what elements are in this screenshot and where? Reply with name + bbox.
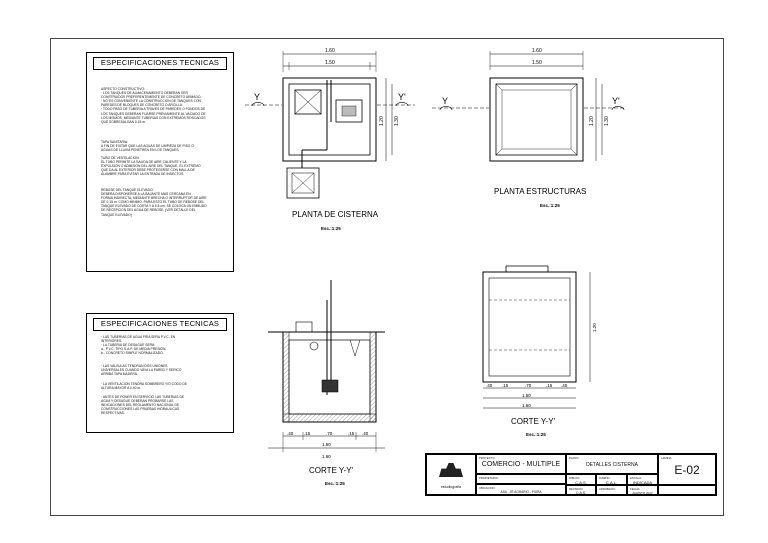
view-title: PLANTA DE CISTERNA <box>292 210 379 219</box>
dim-outer: 1.60 <box>322 454 331 459</box>
escala-label: ESCALA: <box>630 476 642 480</box>
dim-right: 1.30 <box>604 116 610 126</box>
dim-bottom: .70 <box>326 431 333 436</box>
diseno-label: DISEÑO: <box>599 476 611 480</box>
sheet-number-cell: LAMINA: E-02 <box>658 454 716 485</box>
owner-label: PROPIETARIO: <box>479 476 499 480</box>
drawing-sheet <box>50 38 724 516</box>
spec-paragraph: · LAS TUBERIAS DE AGUA FRIA SERA P.V.C. … <box>101 335 176 356</box>
logo-icon <box>439 463 463 477</box>
spec-title: ESPECIFICACIONES TECNICAS <box>93 318 227 331</box>
spec-paragraph: · LA VENTILACION TENDRA SOMBRERO Y/O COD… <box>101 382 187 391</box>
plan-name: DETALLES CISTERNA <box>586 462 638 468</box>
dibujo-label: DIBUJO: <box>569 476 581 480</box>
diseno-cell: DISEÑO: C.A.L. <box>596 474 627 485</box>
section-mark-left: Y <box>442 96 448 106</box>
view-scale: Esc.:1:25 <box>540 203 560 208</box>
fecha-value: AGOSTO 2017 <box>632 490 653 495</box>
location-label: UBICACION: <box>479 486 496 490</box>
dim-bottom: .15 <box>502 383 509 388</box>
spec-title: ESPECIFICACIONES TECNICAS <box>93 57 227 70</box>
spec-paragraph: · ANTES DE PONER EN SERVICIO LAS TUBERIA… <box>101 395 185 416</box>
location-value: ASA - JR.AGRARIO - PIURA <box>500 490 542 494</box>
dim-bottom: .15 <box>546 383 553 388</box>
aprobado-label: APROBADO: <box>599 487 616 491</box>
revision-label: REVISION: <box>569 487 584 491</box>
view-scale: Esc.:1:25 <box>526 432 546 437</box>
dim-outer: 1.60 <box>532 48 542 54</box>
dibujo-cell: DIBUJO: C.A.S. <box>566 474 596 485</box>
logo-text: estudiografia <box>440 485 462 489</box>
dim-bottom: .40 <box>362 431 369 436</box>
view-scale: Esc.:1:25 <box>321 226 341 231</box>
dim-height: 1.20 <box>592 323 597 332</box>
aprobado-cell: APROBADO: <box>596 485 627 495</box>
title-block: estudiografia PROYECTO: COMERCIO - MULTI… <box>425 453 717 496</box>
section-right-view <box>482 265 591 409</box>
sheet-extra-cell <box>658 485 716 495</box>
plan-cistern-view <box>245 51 415 199</box>
dim-bottom: .15 <box>348 431 355 436</box>
dibujo-value: C.A.S. <box>575 480 587 485</box>
view-title: PLANTA ESTRUCTURAS <box>494 187 586 196</box>
dim-bottom: .40 <box>486 383 493 388</box>
dim-outer: 1.60 <box>522 403 531 408</box>
section-mark-right: Y' <box>398 92 406 102</box>
project-label: PROYECTO: <box>479 456 496 460</box>
spec-paragraph: REBOSE DEL TANQUE ELEVADO: DEBERA DISPON… <box>101 188 207 217</box>
section-mark-right: Y' <box>612 96 620 106</box>
dim-outer: 1.60 <box>325 48 335 54</box>
plan-structures-view <box>432 51 625 162</box>
view-title: CORTE Y-Y' <box>511 417 556 426</box>
spec-box-construction: ESPECIFICACIONES TECNICAS ASPECTO CONSTR… <box>86 52 234 272</box>
section-left-view <box>268 280 385 452</box>
dim-bottom: .40 <box>561 383 568 388</box>
dim-left: 1.20 <box>589 116 595 126</box>
plan-label: PLANO: <box>569 456 580 460</box>
logo-cell: estudiografia <box>426 454 476 495</box>
dim-left: 1.20 <box>379 116 385 126</box>
fecha-label: FECHA: <box>630 487 641 491</box>
dim-inner: 1.50 <box>325 60 335 66</box>
dim-inner: 1.50 <box>532 60 542 66</box>
spec-paragraph: ASPECTO CONSTRUCTIVO: · LOS TANQUES DE A… <box>101 87 206 124</box>
spec-box-pipes: ESPECIFICACIONES TECNICAS · LAS TUBERIAS… <box>86 313 234 433</box>
view-scale: Esc.:1:25 <box>325 481 345 486</box>
diseno-value: C.A.L. <box>605 480 618 485</box>
fecha-cell: FECHA: AGOSTO 2017 <box>627 485 658 495</box>
view-title: CORTE Y-Y' <box>309 466 354 475</box>
project-name: COMERCIO - MULTIPLE <box>481 461 561 468</box>
dim-inner: 1.50 <box>522 393 531 398</box>
spec-paragraph: · LAS VALVULAS TENDRAN DOS UNIONES UNIVE… <box>101 364 182 377</box>
dim-bottom: .70 <box>525 383 532 388</box>
dim-right: 1.30 <box>394 116 400 126</box>
revision-cell: REVISION: C.A.S. <box>566 485 596 495</box>
revision-value: C.A.S. <box>575 490 587 495</box>
dim-bottom: .15 <box>304 431 311 436</box>
dim-inner: 1.50 <box>322 442 331 447</box>
escala-value: INDICADA <box>632 480 653 485</box>
lamina-label: LAMINA: <box>661 456 673 460</box>
spec-paragraph: TUBO DE VENTILACION: EL TUBO PERMITE LA … <box>101 156 201 177</box>
section-mark-left: Y <box>254 92 260 102</box>
owner-cell: PROPIETARIO: <box>476 474 566 484</box>
spec-paragraph: TAPA SANITARIA: A FIN DE EVITAR QUE LAS … <box>101 140 194 153</box>
sheet-number: E-02 <box>674 463 700 477</box>
location-cell: UBICACION: ASA - JR.AGRARIO - PIURA <box>476 484 566 495</box>
project-cell: PROYECTO: COMERCIO - MULTIPLE <box>476 454 566 474</box>
plan-cell: PLANO: DETALLES CISTERNA <box>566 454 658 474</box>
escala-cell: ESCALA: INDICADA <box>627 474 658 485</box>
dim-bottom: .40 <box>287 431 294 436</box>
